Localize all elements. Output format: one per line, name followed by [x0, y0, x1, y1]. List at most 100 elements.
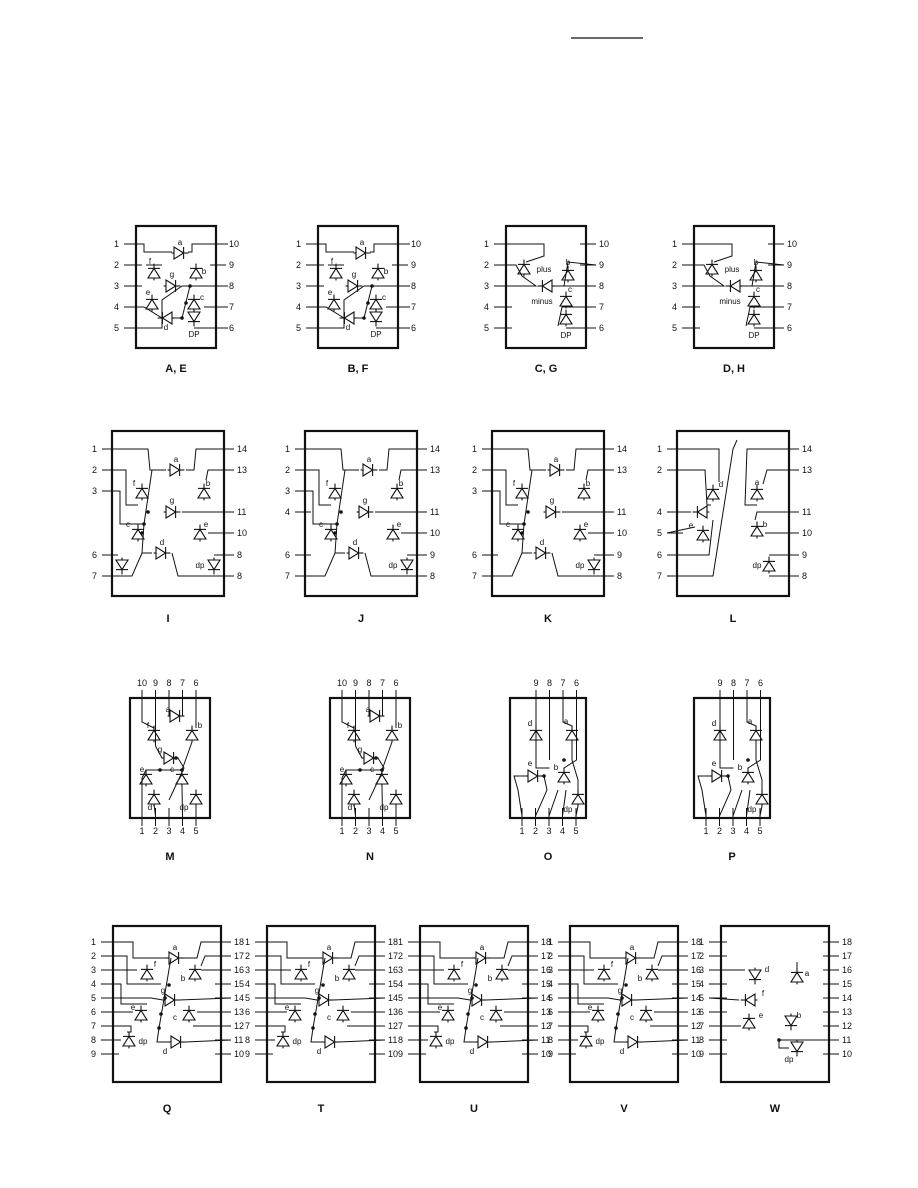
trace-wire — [762, 469, 799, 485]
trace-wire — [153, 803, 156, 817]
led-diode-symbol — [189, 263, 203, 281]
trace-wire — [667, 448, 720, 482]
pin-number: 1 — [672, 239, 677, 249]
segment-label: d — [712, 719, 716, 728]
package-outline — [692, 224, 776, 350]
junction-dot — [562, 758, 566, 762]
pin-number: 8 — [398, 1035, 403, 1045]
trace-wire — [507, 955, 538, 967]
trace-wire — [551, 552, 614, 577]
package-outline — [418, 924, 530, 1084]
pin-number: 1 — [703, 826, 708, 836]
segment-label: a — [174, 455, 179, 464]
pin-number: 5 — [484, 323, 489, 333]
trace-wire — [719, 700, 734, 769]
segment-label: d — [148, 803, 152, 812]
segment-label: d — [160, 538, 164, 547]
led-diode-symbol — [709, 769, 727, 783]
package-outline — [134, 224, 218, 350]
pin-number: 7 — [657, 571, 662, 581]
segment-label: DP — [370, 330, 381, 339]
package-outline — [111, 924, 223, 1084]
pin-number: 8 — [787, 281, 792, 291]
pin-number: 6 — [398, 1007, 403, 1017]
led-diode-symbol — [389, 789, 403, 807]
polarity-label-plus: plus — [725, 265, 740, 274]
pin-number: 9 — [91, 1049, 96, 1059]
pin-number: 2 — [548, 951, 553, 961]
trace-wire — [562, 789, 567, 817]
led-diode-symbol — [167, 463, 185, 477]
pin-number: 14 — [541, 993, 551, 1003]
polarity-label-minus: minus — [719, 297, 740, 306]
trace-wire — [184, 1039, 232, 1043]
led-diode-symbol — [619, 993, 637, 1007]
segment-label: e — [759, 1011, 764, 1020]
trace-wire — [719, 775, 732, 817]
pin-number: 4 — [245, 979, 250, 989]
trace-wire — [178, 997, 232, 1001]
led-diode-symbol — [559, 309, 573, 327]
led-diode-symbol — [790, 967, 804, 985]
pin-number: 5 — [548, 993, 553, 1003]
package-outline — [568, 924, 680, 1084]
trace-wire — [174, 285, 191, 319]
pin-number: 9 — [548, 1049, 553, 1059]
package-caption: D, H — [723, 363, 745, 375]
pin-number: 7 — [92, 571, 97, 581]
trace-wire — [124, 243, 172, 253]
segment-label: dp — [576, 561, 585, 570]
trace-wire — [408, 983, 454, 1005]
trace-wire — [667, 469, 711, 506]
led-diode-symbol — [189, 789, 203, 807]
segment-label: g — [158, 745, 162, 754]
trace-wire — [141, 769, 147, 816]
segment-label: a — [805, 969, 810, 978]
segment-label: f — [762, 989, 765, 998]
pin-number: 6 — [92, 550, 97, 560]
led-diode-symbol — [135, 483, 149, 501]
pin-number: 9 — [617, 550, 622, 560]
pin-number: 11 — [842, 1035, 851, 1045]
pin-number: 3 — [245, 965, 250, 975]
segment-label: dp — [564, 805, 573, 814]
pin-number: 12 — [541, 1021, 551, 1031]
segment-label: g — [352, 270, 356, 279]
pin-number: 4 — [672, 302, 677, 312]
led-diode-symbol — [322, 1035, 340, 1049]
led-diode-symbol — [153, 546, 171, 560]
led-diode-symbol — [188, 964, 202, 982]
segment-label: g — [170, 270, 174, 279]
trace-wire — [482, 448, 546, 471]
package-caption: P — [728, 851, 735, 863]
pin-number: 14 — [430, 444, 440, 454]
pin-number: 1 — [548, 937, 553, 947]
trace-wire — [364, 552, 427, 577]
pin-number: 2 — [285, 465, 290, 475]
pin-number: 11 — [691, 1035, 700, 1045]
pin-number: 10 — [411, 239, 421, 249]
trace-wire — [255, 997, 318, 1001]
trace-wire — [368, 757, 385, 801]
led-diode-symbol — [749, 265, 763, 283]
junction-dot — [146, 510, 150, 514]
pin-number: 7 — [411, 302, 416, 312]
segment-label: b — [638, 974, 643, 983]
trace-wire — [102, 490, 144, 525]
pin-number: 3 — [548, 965, 553, 975]
pin-number: 14 — [388, 993, 398, 1003]
pin-number: 4 — [560, 826, 565, 836]
pin-number: 5 — [757, 826, 762, 836]
pin-number: 18 — [691, 937, 701, 947]
led-diode-symbol — [577, 483, 591, 501]
led-diode-symbol — [122, 1031, 136, 1049]
package-caption: U — [470, 1103, 478, 1115]
segment-label: c — [327, 1013, 331, 1022]
junction-dot — [184, 301, 188, 305]
